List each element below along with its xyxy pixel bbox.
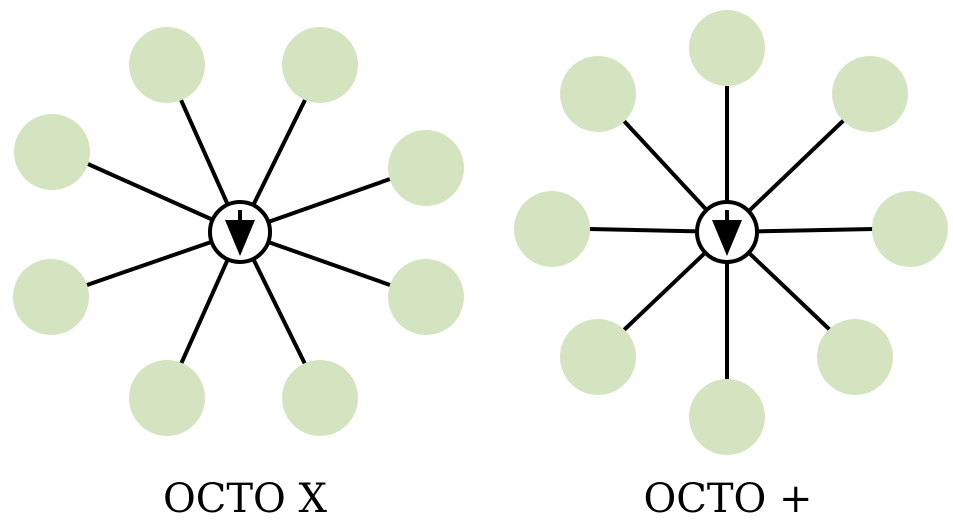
octo-plus-rotor-1 [689,10,765,86]
octo-plus-diagram: OCTO + [514,10,948,521]
octo-x-hub [208,200,272,264]
octo-plus-label: OCTO + [643,476,812,521]
octo-plus-hub [695,200,759,264]
octo-plus-rotor-6 [560,319,636,395]
octo-plus-rotor-5 [872,191,948,267]
octo-plus-rotor-2 [560,56,636,132]
octo-x-rotor-6 [388,259,464,335]
octo-x-diagram: OCTO X [13,27,464,521]
octo-plus-rotor-3 [832,56,908,132]
octo-x-rotor-3 [14,114,90,190]
octo-plus-rotors [514,10,948,455]
octo-x-rotors [13,27,464,436]
octo-plus-rotor-8 [689,379,765,455]
octo-x-rotor-2 [282,27,358,103]
octo-x-rotor-1 [129,27,205,103]
down-arrow-icon [712,210,742,256]
octo-plus-rotor-7 [817,319,893,395]
octo-x-rotor-5 [13,259,89,335]
octo-plus-rotor-4 [514,191,590,267]
octo-x-rotor-8 [282,360,358,436]
down-arrow-icon [225,210,255,256]
octo-x-rotor-7 [129,360,205,436]
octo-x-label: OCTO X [163,476,328,521]
octo-x-rotor-4 [388,130,464,206]
